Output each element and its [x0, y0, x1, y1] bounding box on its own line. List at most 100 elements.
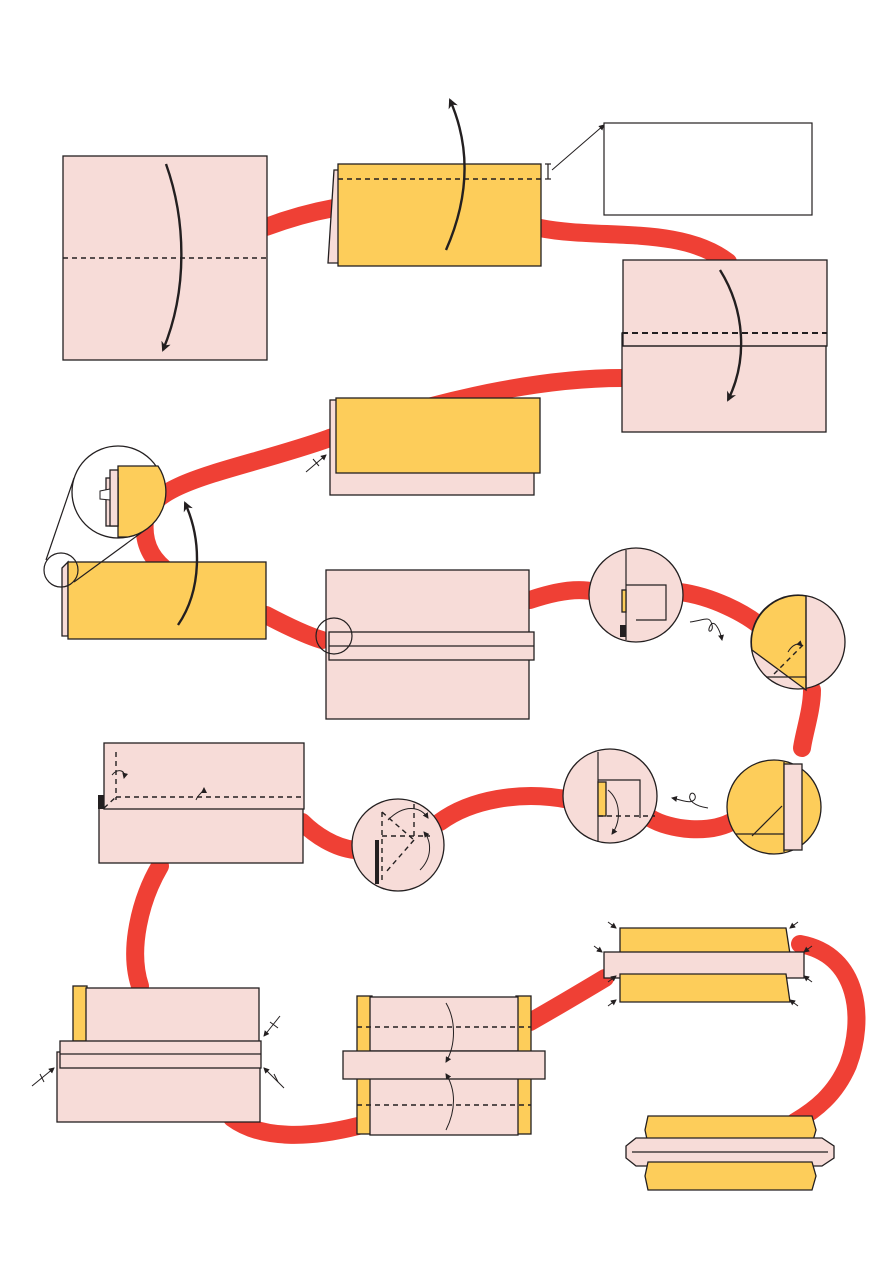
sheet-top: [369, 996, 519, 1052]
paper-lower: [621, 332, 827, 433]
detail-dark-edge: [620, 625, 626, 637]
step-2: [327, 98, 605, 267]
flow-segment-11-12: [293, 813, 364, 859]
note-callout: [603, 122, 813, 216]
zoom-leader-1: [45, 477, 75, 561]
detail-gold-area: [750, 594, 807, 692]
step-13: [31, 985, 285, 1123]
small-fold-arrow-1: [111, 770, 129, 779]
push-arrow-3: [593, 945, 603, 953]
detail-arrow-1: [387, 808, 429, 821]
horizontal-band: [342, 1050, 546, 1080]
turn-mark-1-tick: [269, 1021, 279, 1029]
bottom-strip: [619, 973, 791, 1003]
flow-path: [126, 199, 866, 1144]
squash-symbol-1: [689, 618, 724, 641]
step-5: [43, 445, 267, 640]
loop-arrow: [671, 792, 709, 809]
detail-circle: [562, 748, 658, 844]
turn-over-tick: [312, 458, 320, 467]
left-strip: [72, 985, 88, 1042]
flow-segment-6-7: [521, 581, 604, 609]
step-16: [625, 1115, 835, 1191]
push-arrow-4: [803, 945, 813, 953]
push-arrow-5: [607, 975, 617, 983]
flow-segment-1-2: [257, 199, 343, 236]
step-14: [342, 995, 546, 1136]
push-arrow-7: [607, 999, 617, 1007]
paper-sheet: [98, 807, 304, 864]
step-9: [726, 759, 822, 855]
flow-segment-5-6: [257, 606, 331, 649]
folded-strip: [67, 561, 267, 640]
fold-arrow-down: [445, 1002, 454, 1063]
detail-arrow: [787, 640, 803, 653]
upper-flap: [103, 742, 305, 810]
turn-mark-2: [263, 1067, 285, 1089]
diagonal-fold: [773, 641, 807, 675]
step-12: [98, 742, 305, 864]
zoom-gold: [117, 465, 167, 538]
detail-edge: [766, 676, 807, 690]
push-arrow-1: [607, 921, 617, 929]
zoom-source-circle: [43, 552, 79, 588]
fold-up-arrow: [444, 98, 466, 251]
step-3: [621, 259, 828, 433]
detail-arrow-2: [419, 831, 430, 871]
detail-circle: [726, 759, 822, 855]
note-box: [603, 122, 813, 216]
callout-leader: [551, 124, 605, 171]
small-fold-arrow-2: [195, 787, 207, 801]
folded-rectangle: [337, 163, 542, 267]
detail-circle: [351, 798, 445, 892]
detail-edge: [598, 779, 641, 818]
lift-arrow: [177, 501, 199, 626]
fold-arrow-up: [445, 1073, 454, 1131]
front-layer: [335, 397, 541, 474]
step-11: [351, 798, 445, 892]
detail-circle: [588, 547, 684, 643]
fold-down-arrow: [161, 163, 183, 352]
flow-segment-2-3: [531, 219, 737, 271]
flow-segment-10-11: [431, 787, 579, 831]
squash-symbol-2: [671, 792, 709, 809]
zoom-pink-2: [109, 469, 119, 527]
detail-gold-sliver: [597, 781, 607, 817]
turn-mark-3-tick: [39, 1073, 45, 1083]
paper-upper: [622, 259, 828, 347]
fold-down-arrow: [718, 269, 743, 402]
flow-segment-15-16: [786, 935, 866, 1131]
detail-arrow: [607, 789, 619, 835]
zoom-leader-2: [73, 529, 146, 583]
step-4: [305, 397, 541, 496]
bottom-strip: [644, 1161, 817, 1191]
sheet-bottom: [369, 1077, 519, 1136]
zoom-white-tab: [99, 488, 111, 501]
push-arrow-6: [803, 975, 813, 983]
detail-step-edge: [626, 584, 667, 621]
detail-diagonal: [751, 805, 783, 837]
flow-segment-4-5: [135, 429, 339, 582]
turn-over-mark: [305, 454, 327, 473]
detail-pink-strip: [783, 763, 803, 851]
detail-dark-edge: [375, 840, 379, 884]
flow-segment-8-9: [793, 681, 821, 757]
corner-fold: [103, 796, 117, 809]
step-15: [593, 921, 813, 1007]
detail-diag-1: [381, 811, 415, 841]
top-strip: [619, 927, 791, 955]
detail-diag-2: [385, 839, 415, 873]
step-7: [588, 547, 684, 643]
step-1: [62, 155, 268, 361]
step-8: [750, 594, 846, 692]
push-arrow-8: [789, 999, 799, 1007]
step-10: [562, 748, 658, 844]
push-arrow-2: [789, 921, 799, 929]
upper-sheet: [85, 987, 260, 1043]
turn-mark-3: [31, 1067, 55, 1087]
flow-segment-12-13: [126, 857, 169, 995]
detail-gold-sliver: [621, 589, 627, 613]
step-6: [315, 569, 535, 720]
turn-mark-1: [263, 1015, 281, 1037]
